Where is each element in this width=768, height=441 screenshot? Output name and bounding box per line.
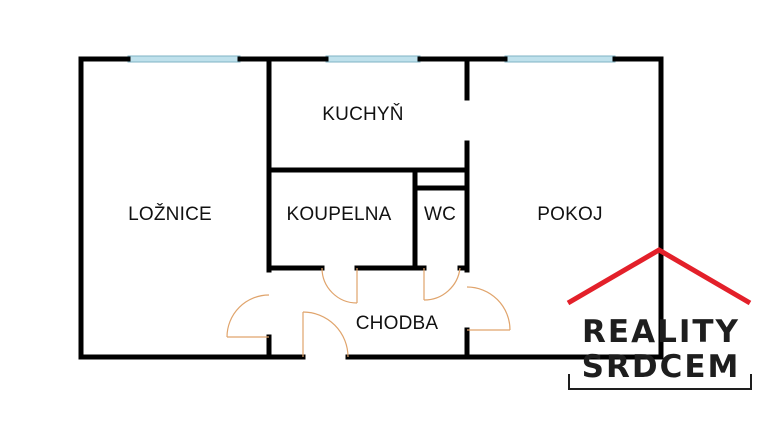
window-pokoj (504, 55, 616, 63)
logo-roof-icon (566, 247, 752, 306)
door-entrance (302, 311, 349, 358)
room-label-wc: WC (424, 204, 456, 225)
door-wc (423, 267, 461, 301)
room-label-koupelna: KOUPELNA (286, 204, 391, 225)
room-label-pokoj: POKOJ (537, 204, 602, 225)
door-loznice (226, 294, 270, 338)
room-label-kuchyn: KUCHYŇ (322, 103, 403, 125)
windows (127, 55, 616, 63)
window-loznice (127, 55, 241, 63)
door-koupelna (321, 267, 358, 304)
logo-line2: SRDCEM (582, 349, 741, 385)
walls (78, 56, 664, 360)
room-labels: LOŽNICE KUCHYŇ KOUPELNA WC POKOJ CHODBA (128, 103, 602, 334)
window-kuchyn (325, 55, 421, 63)
doors (226, 267, 511, 358)
logo-bracket (568, 374, 752, 390)
room-label-loznice: LOŽNICE (128, 203, 212, 225)
room-label-chodba: CHODBA (356, 313, 439, 334)
door-pokoj (466, 286, 511, 331)
reality-srdcem-logo: REALITY SRDCEM (566, 247, 752, 390)
logo-line1: REALITY (582, 314, 740, 350)
